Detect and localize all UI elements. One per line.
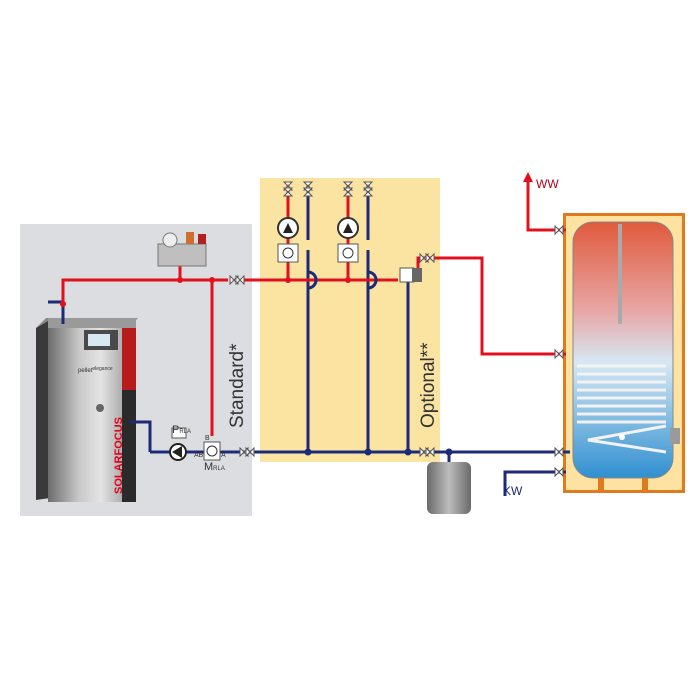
ww-label: WW: [536, 177, 559, 191]
port-b-label: B: [205, 435, 210, 442]
kw-label: KW: [503, 484, 523, 498]
port-a-label: A: [221, 452, 226, 459]
expansion-vessel: [427, 462, 471, 514]
pellet-boiler: pelletelegance SOLARFOCUS: [36, 318, 138, 502]
hot-water-storage-tank: [563, 213, 685, 493]
standard-label: Standard*: [227, 343, 248, 428]
return-pump-and-mixer: [169, 427, 221, 461]
boiler-model-label: pelletelegance: [78, 366, 113, 374]
pipe-crossings: [307, 270, 378, 290]
shutoff-valves: [229, 181, 564, 478]
optional-label: Optional**: [418, 342, 439, 428]
junction-dots: [60, 277, 453, 456]
heating-circuit-pumps: [277, 217, 422, 283]
m-rla-label: MRLA: [204, 461, 225, 473]
port-ab-label: AB: [194, 452, 204, 459]
safety-group: [157, 232, 207, 267]
boiler-brand-label: SOLARFOCUS: [113, 417, 125, 494]
p-rla-label: PRLA: [172, 424, 191, 436]
